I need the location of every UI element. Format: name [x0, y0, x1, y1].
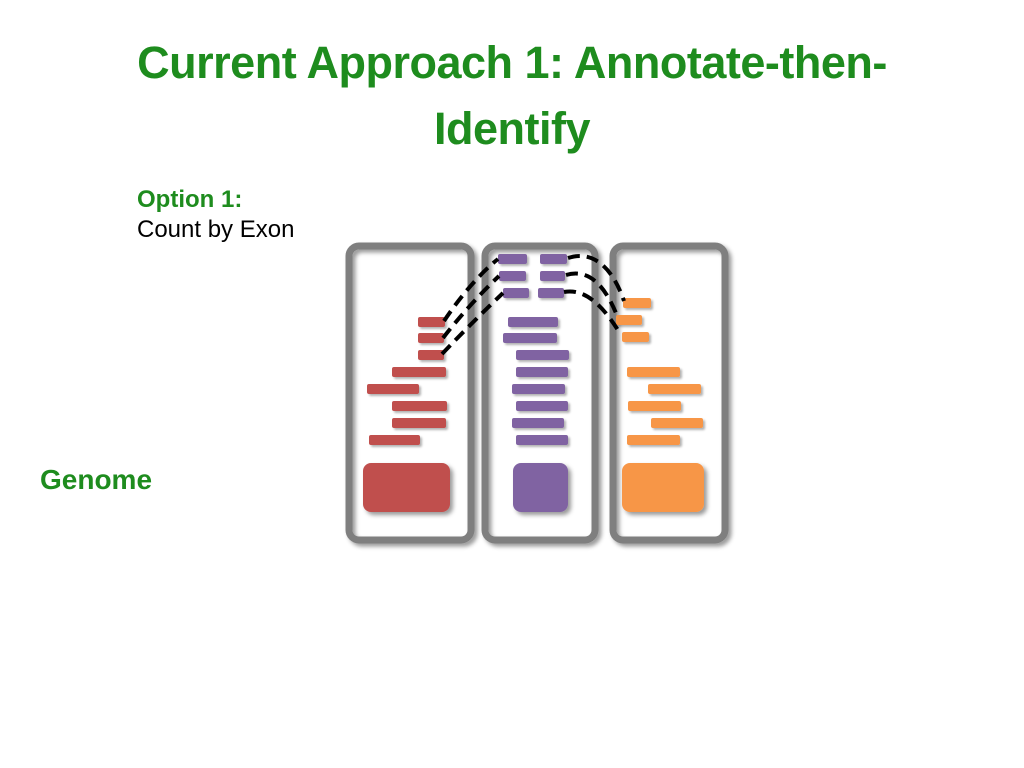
red-read	[418, 350, 444, 360]
split-read-link	[565, 271, 620, 319]
purple-read	[540, 254, 567, 264]
red-read	[367, 384, 419, 394]
title-line-1: Current Approach 1: Annotate-then-	[137, 37, 887, 88]
option-heading: Option 1:	[137, 186, 243, 213]
orange-read	[623, 298, 651, 308]
red-read	[369, 435, 420, 445]
purple-read	[512, 418, 564, 428]
purple-read	[538, 288, 564, 298]
orange-read	[628, 401, 681, 411]
red-read	[392, 418, 446, 428]
split-read-link	[442, 257, 500, 323]
split-read-link	[441, 274, 501, 340]
purple-read	[516, 435, 568, 445]
exon-annotation-box-3	[609, 242, 729, 544]
red-read	[418, 317, 445, 327]
purple-read	[512, 384, 565, 394]
exon-annotation-box-2	[481, 242, 599, 544]
exon-annotation-box-1	[345, 242, 475, 544]
purple-read	[503, 288, 529, 298]
orange-read	[648, 384, 701, 394]
split-read-link	[563, 289, 623, 337]
orange-read	[622, 332, 649, 342]
orange-read	[627, 367, 680, 377]
split-read-link	[567, 254, 626, 302]
orange-read	[651, 418, 703, 428]
option-caption: Option 1: Count by Exon	[137, 185, 294, 245]
purple-exon	[513, 463, 568, 512]
purple-read	[498, 254, 527, 264]
red-exon	[363, 463, 450, 512]
purple-read	[516, 350, 569, 360]
title-line-2: Identify	[433, 103, 591, 154]
orange-read	[616, 315, 642, 325]
diagram-root	[232, 242, 842, 544]
red-read	[392, 367, 446, 377]
purple-read	[516, 367, 568, 377]
purple-read	[503, 333, 557, 343]
red-read	[392, 401, 447, 411]
purple-read	[499, 271, 526, 281]
orange-exon	[622, 463, 704, 512]
option-subheading: Count by Exon	[137, 216, 295, 243]
purple-read	[508, 317, 558, 327]
orange-read	[627, 435, 680, 445]
purple-read	[540, 271, 565, 281]
split-read-link	[440, 291, 505, 356]
purple-read	[516, 401, 568, 411]
slide-title: Current Approach 1: Annotate-then- Ident…	[0, 30, 1024, 162]
genome-label: Genome	[40, 464, 153, 495]
red-read	[418, 333, 444, 343]
